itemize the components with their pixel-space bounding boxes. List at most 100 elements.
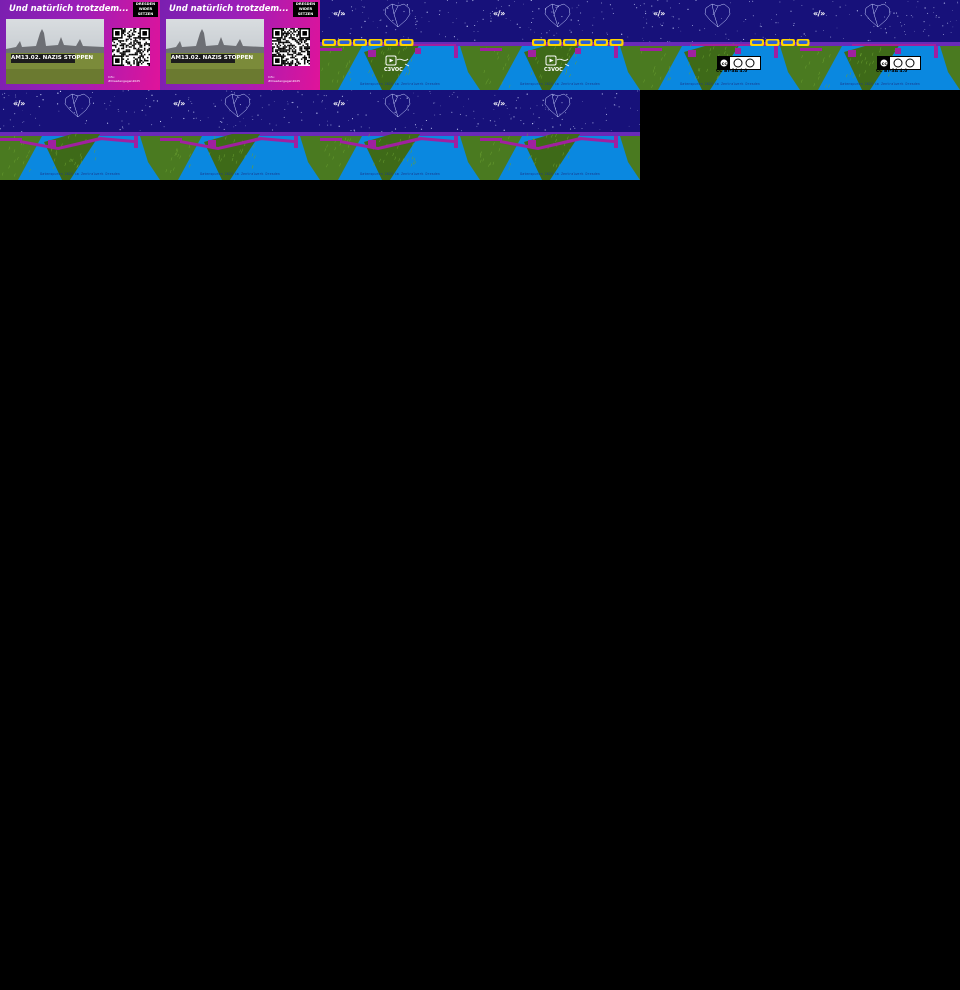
grass-island [524,44,580,90]
grass-bank-right [140,136,160,180]
qr-caption-line: #Dresdengegen2025 [268,78,301,83]
bridge-structure [0,136,138,150]
c3voc-label: C3VOC [384,67,403,73]
heart-constellation-icon [864,3,891,28]
promo-title: Und natürlich trotzdem... [9,3,129,13]
scene-footer: Datenspuren 2024 im Zentralwerk Dresden [360,172,440,176]
slide-thumbnail[interactable]: «/»Datenspuren 2024 im Zentralwerk Dresd… [480,90,640,180]
logo-line: WIDER [298,7,313,11]
grass-bank-left [0,136,42,180]
heart-constellation-icon [544,93,571,118]
svg-text:cc: cc [882,62,888,67]
bridge-structure [480,136,618,150]
slide-thumbnail[interactable]: «/»Datenspuren 2024 im Zentralwerk Dresd… [0,90,160,180]
heart-constellation-icon [384,93,411,118]
grass-island [204,134,260,180]
scene-footer: Datenspuren 2024 im Zentralwerk Dresden [520,82,600,86]
grass-bank-right [940,46,960,90]
grass-island [844,44,900,90]
grass-bank-right [460,136,480,180]
scene-footer: Datenspuren 2024 im Zentralwerk Dresden [200,172,280,176]
slide-thumbnail[interactable]: «/» Datenspuren 2024 im Zentralwerk Dresd… [320,90,480,180]
grass-bank-left [480,136,522,180]
heart-constellation-icon [64,93,91,118]
promo-title: Und natürlich trotzdem... [169,3,289,13]
c3voc-logo-icon: C3VOC [544,55,573,73]
slide-thumbnail[interactable]: «/» C3VOC Datenspuren 2024 im Zentralwerk … [480,0,640,90]
bridge-structure [320,44,458,58]
grass-bank-left [800,46,842,90]
train-icon [750,39,800,46]
logo-line: DRESDEN [135,2,156,6]
slide-thumbnail[interactable]: «/» Datenspuren 2024 im Zentralwerk Dresd… [160,90,320,180]
qr-caption-line: #Dresdengegen2025 [108,78,141,83]
qr-caption-line: Info: [268,75,275,79]
cc-label: CC BY-SA 4.0 [876,69,908,74]
datenspuren-logo: «/» [493,9,505,18]
grass-bank-right [620,136,640,180]
skyline-photo: AM13.02. NAZIS STOPPEN [6,19,104,84]
qr-code-icon[interactable] [272,28,310,66]
logo-line: SETZEN [137,12,154,16]
qr-caption: Info:#Dresdengegen2025 [108,75,141,83]
logo-line: SETZEN [297,12,314,16]
grass-bank-left [320,46,362,90]
skyline-photo: AM13.02. NAZIS STOPPEN [166,19,264,84]
scene-footer: Datenspuren 2024 im Zentralwerk Dresden [680,82,760,86]
logo-line: WIDER [138,7,153,11]
datenspuren-scene [640,0,800,90]
c3voc-label: C3VOC [544,67,563,73]
grass-bank-right [780,46,800,90]
grass-island [524,134,580,180]
datenspuren-logo: «/» [333,9,345,18]
grass-island [364,44,420,90]
heart-constellation-icon [704,3,731,28]
grass-bank-left [640,46,682,90]
bridge-structure [320,136,458,150]
qr-caption-line: Info: [108,75,115,79]
qr-code-icon[interactable] [112,28,150,66]
train-icon [322,39,414,46]
svg-text:cc: cc [722,62,728,67]
qr-caption: Info:#Dresdengegen2025 [268,75,301,83]
bridge-structure [160,136,298,150]
bridge-structure [800,44,938,58]
grass-bank-left [160,136,202,180]
datenspuren-scene [480,0,640,90]
grass-bank-left [320,136,362,180]
heart-constellation-icon [544,3,571,28]
scene-footer: Datenspuren 2024 im Zentralwerk Dresden [360,82,440,86]
grass-bank-right [620,46,640,90]
train-icon [532,39,624,46]
datenspuren-logo: «/» [173,99,185,108]
protest-banner: AM13.02. NAZIS STOPPEN [171,54,254,63]
protest-banner: AM13.02. NAZIS STOPPEN [11,54,94,63]
cc-license-icon: cc CC BY-SA 4.0 [876,56,921,74]
datenspuren-scene [160,90,320,180]
logo-line: DRESDEN [295,2,316,6]
grass-island [364,134,420,180]
bridge-structure [640,44,778,58]
grass-bank-right [300,136,320,180]
datenspuren-scene [320,90,480,180]
scene-footer: Datenspuren 2024 im Zentralwerk Dresden [840,82,920,86]
datenspuren-logo: «/» [813,9,825,18]
grass-bank-right [460,46,480,90]
heart-constellation-icon [224,93,251,118]
datenspuren-scene [320,0,480,90]
datenspuren-logo: «/» [653,9,665,18]
scene-footer: Datenspuren 2024 im Zentralwerk Dresden [520,172,600,176]
datenspuren-scene [0,90,160,180]
datenspuren-logo: «/» [333,99,345,108]
datenspuren-scene [480,90,640,180]
slide-thumbnail[interactable]: «/» C3VOC Datenspuren 2024 im Zentralwerk … [320,0,480,90]
scene-footer: Datenspuren 2024 im Zentralwerk Dresden [40,172,120,176]
